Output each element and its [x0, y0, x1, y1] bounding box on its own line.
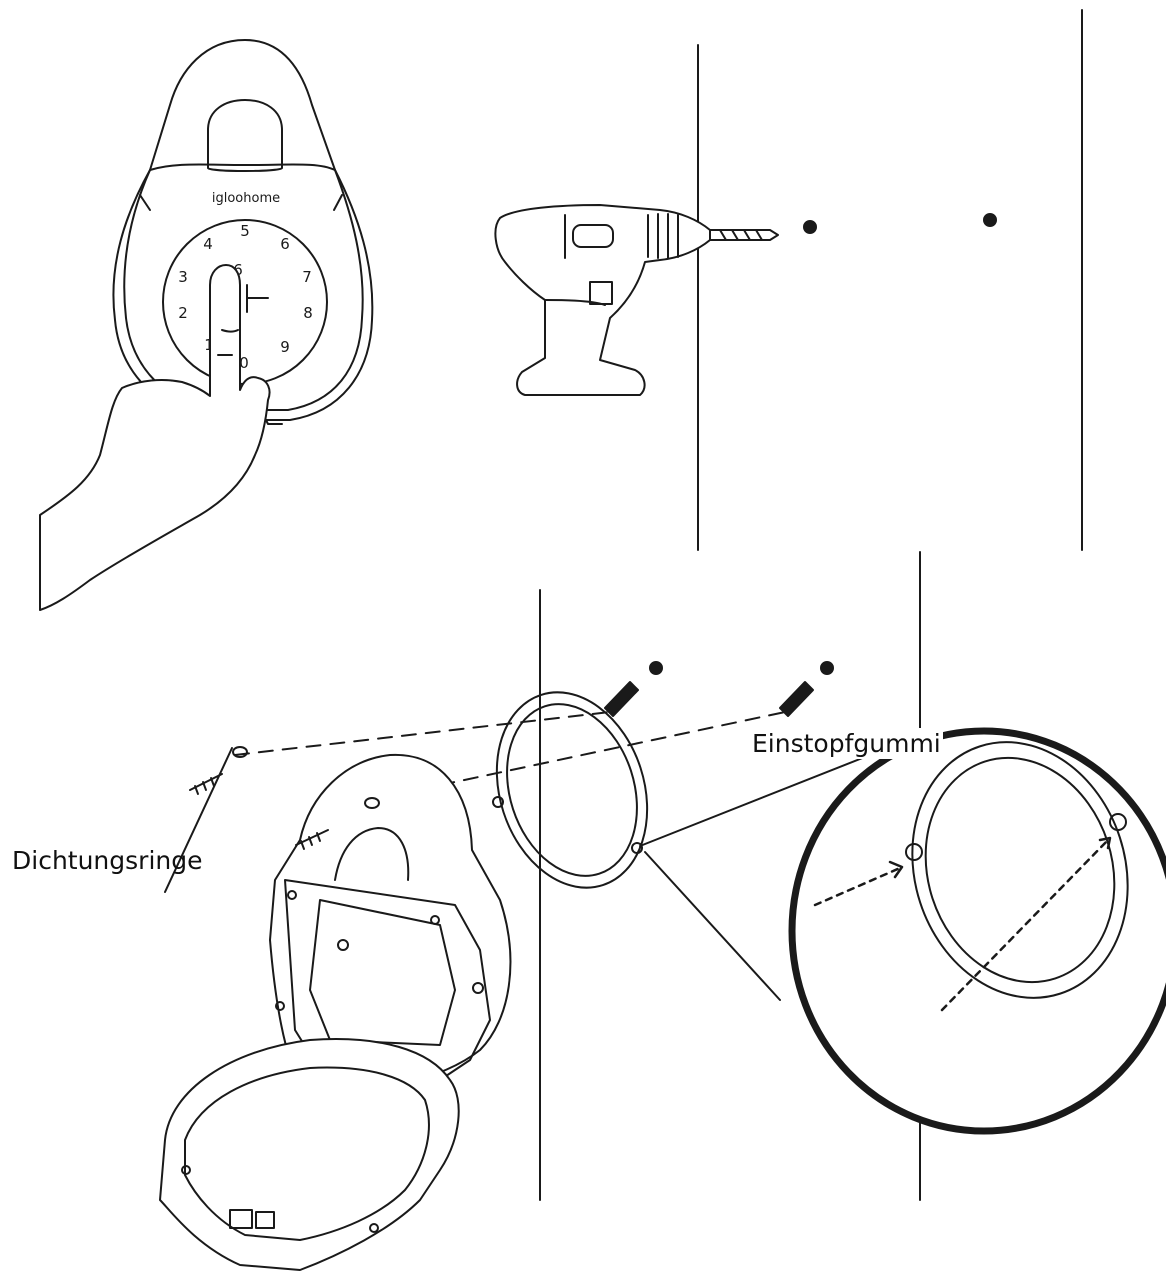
keypad-digits: 1 2 3 4 5 6 7 8 9 0 6: [178, 222, 313, 372]
drill-bit-flutes: [720, 230, 762, 240]
zoomed-ring-peg: [1110, 814, 1126, 830]
wall-hole-dot: [650, 662, 662, 674]
drill-hole-dot: [804, 221, 816, 233]
lockbox-brand-logo: igloohome: [212, 191, 280, 206]
zoom-leader-line: [645, 852, 780, 1000]
plug-rubber-label: Einstopfgummi: [750, 728, 943, 759]
seal-rings-label: Dichtungsringe: [12, 848, 203, 873]
keypad-digit: 5: [240, 222, 250, 240]
mounting-screw: [190, 774, 222, 794]
mounting-illustration: [160, 552, 920, 1270]
lockbox-side-tick-left: [140, 195, 150, 210]
zoomed-ring-peg: [906, 844, 922, 860]
keypad-digit: 2: [178, 304, 188, 322]
insertion-arrow-line: [942, 840, 1108, 1010]
keypad-digit: 7: [302, 268, 312, 286]
detail-zoom-circle: [792, 714, 1166, 1131]
keypad-digit: 6: [280, 235, 290, 253]
lockbox-keypad-illustration: igloohome 1 2 3 4 5 6 7 8 9 0 6: [40, 40, 372, 610]
mounting-ring: [473, 673, 672, 908]
lockbox-side-tick-right: [334, 195, 342, 210]
wall-hole-dot: [821, 662, 833, 674]
keypad-digit: 8: [303, 304, 313, 322]
lockbox-back-shell: [270, 755, 510, 1085]
keypad-digit: 4: [203, 235, 213, 253]
drill-hole-dot: [984, 214, 996, 226]
hand-pressing-keypad: [40, 265, 270, 610]
drill-wall-illustration: [495, 10, 1082, 550]
keypad-digit: 3: [178, 268, 188, 286]
insertion-arrow-line: [815, 868, 900, 905]
zoomed-ring-outer: [880, 714, 1160, 1026]
zoom-circle-border: [792, 731, 1166, 1131]
seal-ring: [233, 747, 247, 757]
lockbox-cap-seam: [150, 164, 335, 170]
wall-anchor-plug: [605, 682, 638, 716]
keypad-digit: 9: [280, 338, 290, 356]
lockbox-front-cover: [160, 1039, 459, 1270]
alignment-dashed-line: [235, 712, 610, 755]
wall-anchor-plug: [780, 682, 813, 716]
lockbox-shackle-hole: [208, 100, 282, 171]
